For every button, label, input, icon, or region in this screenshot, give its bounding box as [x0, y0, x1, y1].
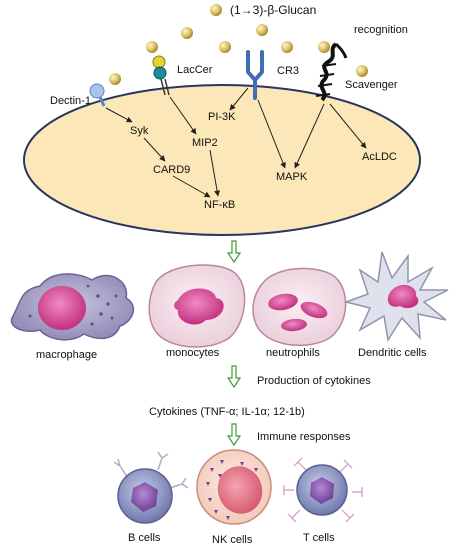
glucan-label: (1→3)-β-Glucan	[230, 3, 316, 17]
macrophage-cell	[10, 273, 135, 341]
syk-label: Syk	[130, 125, 149, 137]
glucan-bead	[219, 41, 231, 53]
neutrophils-label: neutrophils	[266, 347, 320, 359]
pi3k-label: PI-3K	[208, 111, 236, 123]
arrow-syk-card9	[143, 137, 166, 162]
production-label: Production of cytokines	[257, 375, 371, 387]
scavenger-receptor	[315, 42, 348, 102]
cr3-label: CR3	[277, 65, 299, 77]
neutrophil-cell	[252, 267, 347, 347]
dendritic-label: Dendritic cells	[358, 347, 427, 359]
immune-label: Immune responses	[257, 431, 351, 443]
nk-cell	[196, 449, 272, 525]
mip2-label: MIP2	[192, 137, 218, 149]
cell-membrane	[23, 84, 421, 236]
arrow-card9-nfkb	[172, 175, 211, 198]
acldc-label: AcLDC	[362, 151, 397, 163]
glucan-bead	[146, 41, 158, 53]
glucan-bead	[109, 73, 121, 85]
glucan-bead	[210, 4, 222, 16]
glucan-bead	[281, 41, 293, 53]
cr3-receptor	[246, 50, 264, 100]
arrow-cr3-pi3k	[229, 87, 249, 111]
glucan-bead	[181, 27, 193, 39]
laccer-label: LacCer	[177, 64, 213, 76]
scavenger-label: Scavenger	[345, 79, 398, 91]
glucan-beads	[109, 4, 368, 85]
dectin1-label: Dectin-1	[50, 95, 91, 107]
down-arrow-1	[226, 240, 242, 264]
down-arrow-3	[226, 423, 242, 447]
macrophage-label: macrophage	[36, 349, 97, 361]
cytokines-label: Cytokines (TNF-α; IL-1α; 12-1b)	[149, 406, 305, 418]
b-cells-label: B cells	[128, 532, 161, 544]
arrow-cr3-mapk	[257, 99, 286, 169]
signaling-arrows	[105, 87, 367, 198]
monocytes-label: monocytes	[166, 347, 220, 359]
glucan-bead	[256, 24, 268, 36]
arrow-dectin-syk	[105, 107, 133, 123]
t-cells-label: T cells	[303, 532, 335, 544]
monocyte-cell	[148, 264, 246, 348]
t-cell	[283, 457, 363, 523]
card9-label: CARD9	[153, 164, 190, 176]
laccer-receptor	[152, 55, 170, 96]
dendritic-cell	[343, 251, 449, 343]
recognition-label: recognition	[354, 24, 408, 36]
dectin1-receptor	[89, 83, 106, 107]
arrow-scav-acldc	[329, 103, 367, 149]
glucan-bead	[356, 65, 368, 77]
glucan-bead	[318, 41, 330, 53]
arrow-scav-mapk	[294, 103, 325, 169]
mapk-label: MAPK	[276, 171, 308, 183]
nfkb-label: NF-κB	[204, 199, 235, 211]
arrow-laccer-mip2	[169, 96, 197, 135]
down-arrow-2	[226, 365, 242, 389]
nk-cells-label: NK cells	[212, 534, 253, 546]
b-cell	[113, 451, 189, 524]
arrow-mip2-nfkb	[209, 149, 221, 197]
